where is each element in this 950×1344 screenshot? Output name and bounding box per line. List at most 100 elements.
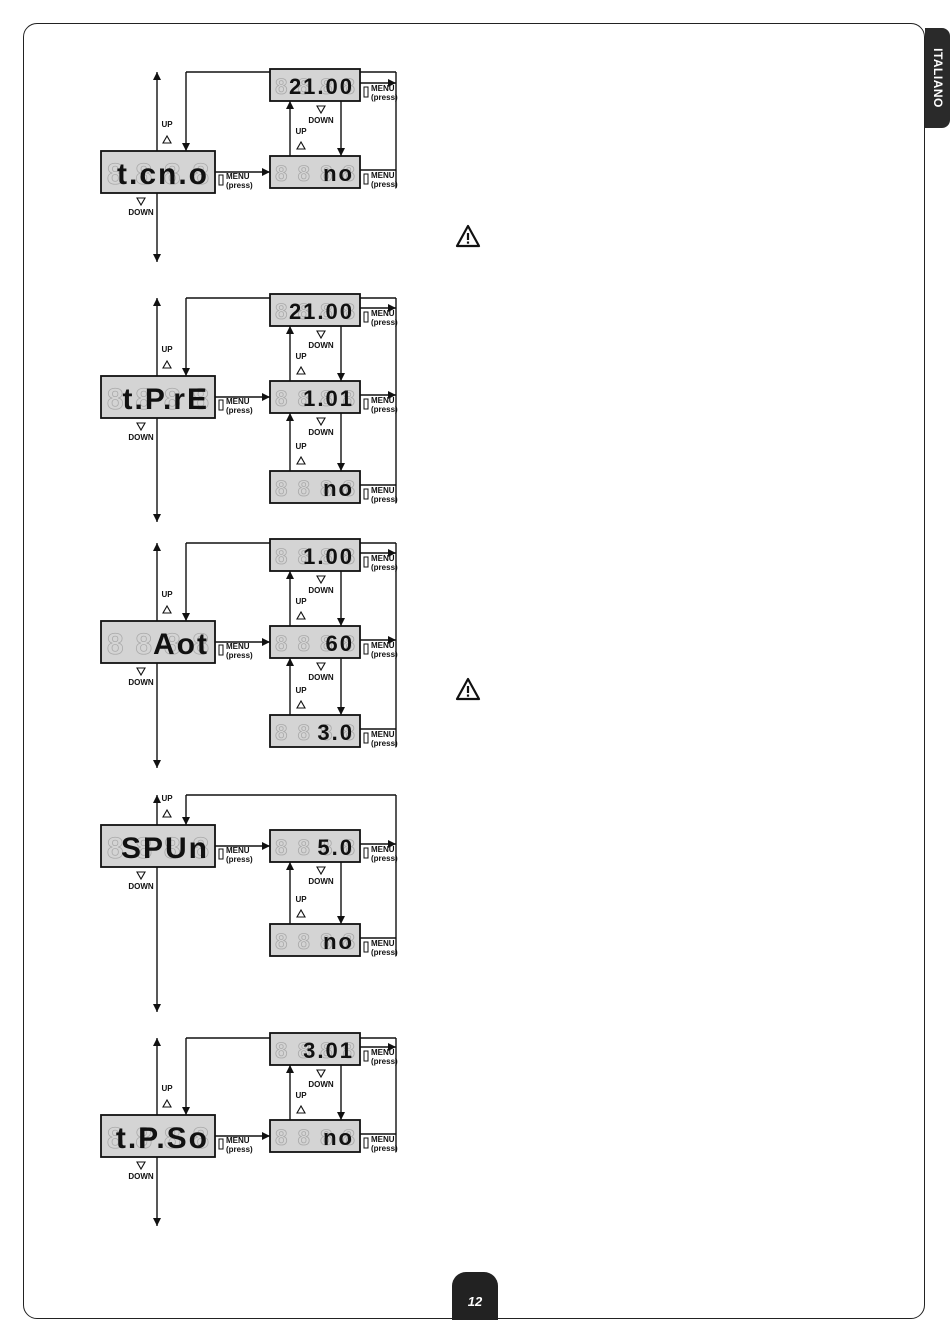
down-label: DOWN (128, 678, 154, 687)
ghost-segment: 8 (320, 720, 332, 745)
arrow-head (388, 840, 396, 848)
ghost-segment: 8 (275, 1125, 287, 1150)
press-label: (press) (371, 1057, 398, 1066)
ghost-segment: 8 (275, 476, 287, 501)
arrow-head (153, 760, 161, 768)
menu-label: MENU (226, 642, 250, 651)
down-label: DOWN (308, 1080, 334, 1089)
ghost-segment: 8 (107, 832, 124, 865)
arrow-head (286, 413, 294, 421)
down-triangle-icon (136, 871, 146, 881)
arrow-head (337, 618, 345, 626)
arrow-head (182, 613, 190, 621)
ghost-segment: 8 (135, 383, 152, 416)
press-label: (press) (371, 405, 398, 414)
page-number: 12 (467, 1294, 483, 1309)
arrow-head (153, 543, 161, 551)
arrow-head (153, 72, 161, 80)
ghost-segment: 8 (298, 544, 310, 569)
display-value: 1.01 (303, 386, 354, 411)
lcd-display (100, 1114, 216, 1158)
ghost-segment: 8 (192, 383, 209, 416)
press-label: (press) (371, 1144, 398, 1153)
ghost-segment: 8 (164, 158, 181, 191)
ghost-segment: 8 (275, 631, 287, 656)
arrow-head (286, 571, 294, 579)
up-triangle-icon (296, 699, 306, 709)
ghost-segment: 8 (135, 832, 152, 865)
down-label: DOWN (128, 433, 154, 442)
arrow-head (262, 638, 270, 646)
press-label: (press) (371, 739, 398, 748)
press-label: (press) (371, 318, 398, 327)
arrow-head (337, 463, 345, 471)
lcd-display (100, 620, 216, 664)
arrow-head (388, 1043, 396, 1051)
ghost-segment: 8 (135, 1122, 152, 1155)
arrow-head (388, 391, 396, 399)
display-value: t.P.rE (123, 383, 210, 416)
menu-key-icon (218, 644, 224, 656)
menu-label: MENU (371, 554, 395, 563)
menu-key-icon (363, 311, 369, 323)
lcd-display (100, 375, 216, 419)
ghost-segment: 8 (107, 383, 124, 416)
ghost-segment: 8 (320, 1038, 332, 1063)
arrow-head (153, 254, 161, 262)
arrow-head (262, 842, 270, 850)
arrow-head (182, 817, 190, 825)
up-label: UP (161, 794, 173, 803)
menu-label: MENU (226, 1136, 250, 1145)
ghost-segment: 8 (298, 386, 310, 411)
lcd-display (269, 155, 361, 189)
ghost-segment: 8 (107, 158, 124, 191)
up-triangle-icon (162, 808, 172, 818)
lcd-display (269, 1119, 361, 1153)
menu-key-icon (218, 848, 224, 860)
menu-label: MENU (371, 641, 395, 650)
ghost-segment: 8 (164, 1122, 181, 1155)
display-value: no (323, 476, 354, 501)
ghost-segment: 8 (192, 832, 209, 865)
ghost-segment: 8 (275, 835, 287, 860)
down-label: DOWN (308, 341, 334, 350)
display-value: 3.01 (303, 1038, 354, 1063)
ghost-segment: 8 (343, 631, 355, 656)
arrow-head (388, 549, 396, 557)
up-triangle-icon (296, 140, 306, 150)
press-label: (press) (226, 181, 253, 190)
up-triangle-icon (162, 604, 172, 614)
down-triangle-icon (136, 197, 146, 207)
language-tab[interactable]: ITALIANO (925, 28, 950, 128)
display-value: no (323, 929, 354, 954)
ghost-segment: 8 (192, 158, 209, 191)
ghost-segment: 8 (275, 161, 287, 186)
ghost-segment: 8 (298, 299, 310, 324)
ghost-segment: 8 (298, 1038, 310, 1063)
down-triangle-icon (316, 105, 326, 115)
ghost-segment: 8 (320, 161, 332, 186)
up-triangle-icon (296, 908, 306, 918)
up-triangle-icon (296, 455, 306, 465)
menu-label: MENU (371, 1048, 395, 1057)
arrow-head (286, 326, 294, 334)
press-label: (press) (371, 93, 398, 102)
menu-label: MENU (371, 939, 395, 948)
arrow-head (388, 304, 396, 312)
arrow-head (182, 143, 190, 151)
ghost-segment: 8 (343, 720, 355, 745)
press-label: (press) (371, 854, 398, 863)
lcd-display (269, 380, 361, 414)
down-triangle-icon (316, 866, 326, 876)
ghost-segment: 8 (135, 628, 152, 661)
ghost-segment: 8 (107, 1122, 124, 1155)
display-value: 3.0 (317, 720, 354, 745)
menu-label: MENU (371, 1135, 395, 1144)
up-label: UP (295, 686, 307, 695)
arrow-head (262, 393, 270, 401)
down-label: DOWN (128, 1172, 154, 1181)
ghost-segment: 8 (275, 929, 287, 954)
ghost-segment: 8 (164, 832, 181, 865)
